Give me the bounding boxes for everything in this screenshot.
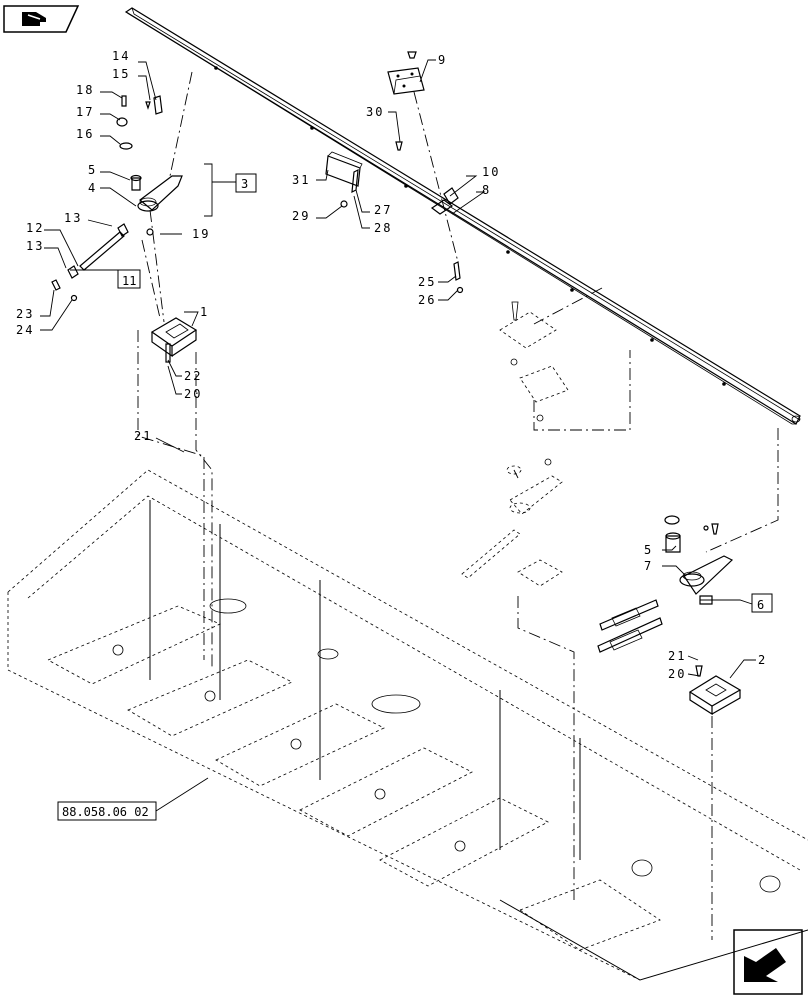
callout-17: 17 xyxy=(76,105,94,119)
callout-3: 3 xyxy=(241,177,248,191)
mount-plate-2 xyxy=(688,665,742,716)
callout-18: 18 xyxy=(76,83,94,97)
bolt-27 xyxy=(351,168,359,194)
callout-23: 23 xyxy=(16,307,34,321)
callout-12: 12 xyxy=(26,221,44,235)
ref-box-11 xyxy=(117,269,141,289)
mount-plate-1 xyxy=(150,317,198,363)
callout-19: 19 xyxy=(192,227,210,241)
callout-26: 26 xyxy=(418,293,436,307)
rod-12 xyxy=(67,223,129,279)
ref-box-6 xyxy=(751,593,773,613)
callout-24: 24 xyxy=(16,323,34,337)
bracket-9 xyxy=(387,51,425,95)
callout-21-right: 21 xyxy=(668,649,686,663)
callout-1: 1 xyxy=(200,305,209,319)
assembly-bracket-11 xyxy=(70,269,141,289)
callout-28: 28 xyxy=(374,221,392,235)
callout-31: 31 xyxy=(292,173,310,187)
callout-21-left: 21 xyxy=(134,429,152,443)
leader-lines xyxy=(40,59,756,679)
callout-20-right: 20 xyxy=(668,667,686,681)
callout-11: 11 xyxy=(122,274,136,288)
plate-31 xyxy=(325,151,363,187)
alignment-lines xyxy=(137,71,779,940)
header-frame xyxy=(7,469,808,981)
callout-9: 9 xyxy=(438,53,447,67)
bolt-23-24 xyxy=(51,279,78,302)
callout-16: 16 xyxy=(76,127,94,141)
reference-label: 88.058.06 02 xyxy=(62,805,149,819)
callout-30: 30 xyxy=(366,105,384,119)
callout-10: 10 xyxy=(482,165,500,179)
callout-22: 22 xyxy=(184,369,202,383)
callout-29: 29 xyxy=(292,209,310,223)
pivot-arm-left xyxy=(116,95,183,236)
next-arrow-icon[interactable] xyxy=(733,929,803,995)
callout-5-right: 5 xyxy=(644,543,653,557)
assembly-bracket-3 xyxy=(204,163,257,217)
callout-13-lower: 13 xyxy=(26,239,44,253)
callout-5: 5 xyxy=(88,163,97,177)
pivot-arm-right xyxy=(664,515,734,605)
callout-25: 25 xyxy=(418,275,436,289)
callout-14: 14 xyxy=(112,49,130,63)
callout-4: 4 xyxy=(88,181,97,195)
bolt-30 xyxy=(395,141,403,151)
rail-bar xyxy=(124,7,801,425)
pin-25 xyxy=(453,261,464,294)
callout-27: 27 xyxy=(374,203,392,217)
ghost-assembly-upper xyxy=(499,301,569,422)
callout-20-left: 20 xyxy=(184,387,202,401)
assembly-bracket-6 xyxy=(700,593,773,613)
nut-29 xyxy=(340,200,348,208)
ref-box-3 xyxy=(235,173,257,193)
callout-8: 8 xyxy=(482,183,491,197)
callout-15: 15 xyxy=(112,67,130,81)
callout-2: 2 xyxy=(758,653,767,667)
callout-labels: 14 15 18 17 16 5 4 13 12 13 23 24 19 3 1… xyxy=(16,49,767,819)
callout-7: 7 xyxy=(644,559,653,573)
callout-6: 6 xyxy=(757,598,764,612)
ghost-assembly-mid xyxy=(461,458,563,587)
book-hand-icon[interactable] xyxy=(3,5,80,33)
callout-13-upper: 13 xyxy=(64,211,82,225)
rods-right xyxy=(597,599,663,653)
reference-box[interactable] xyxy=(57,777,209,821)
